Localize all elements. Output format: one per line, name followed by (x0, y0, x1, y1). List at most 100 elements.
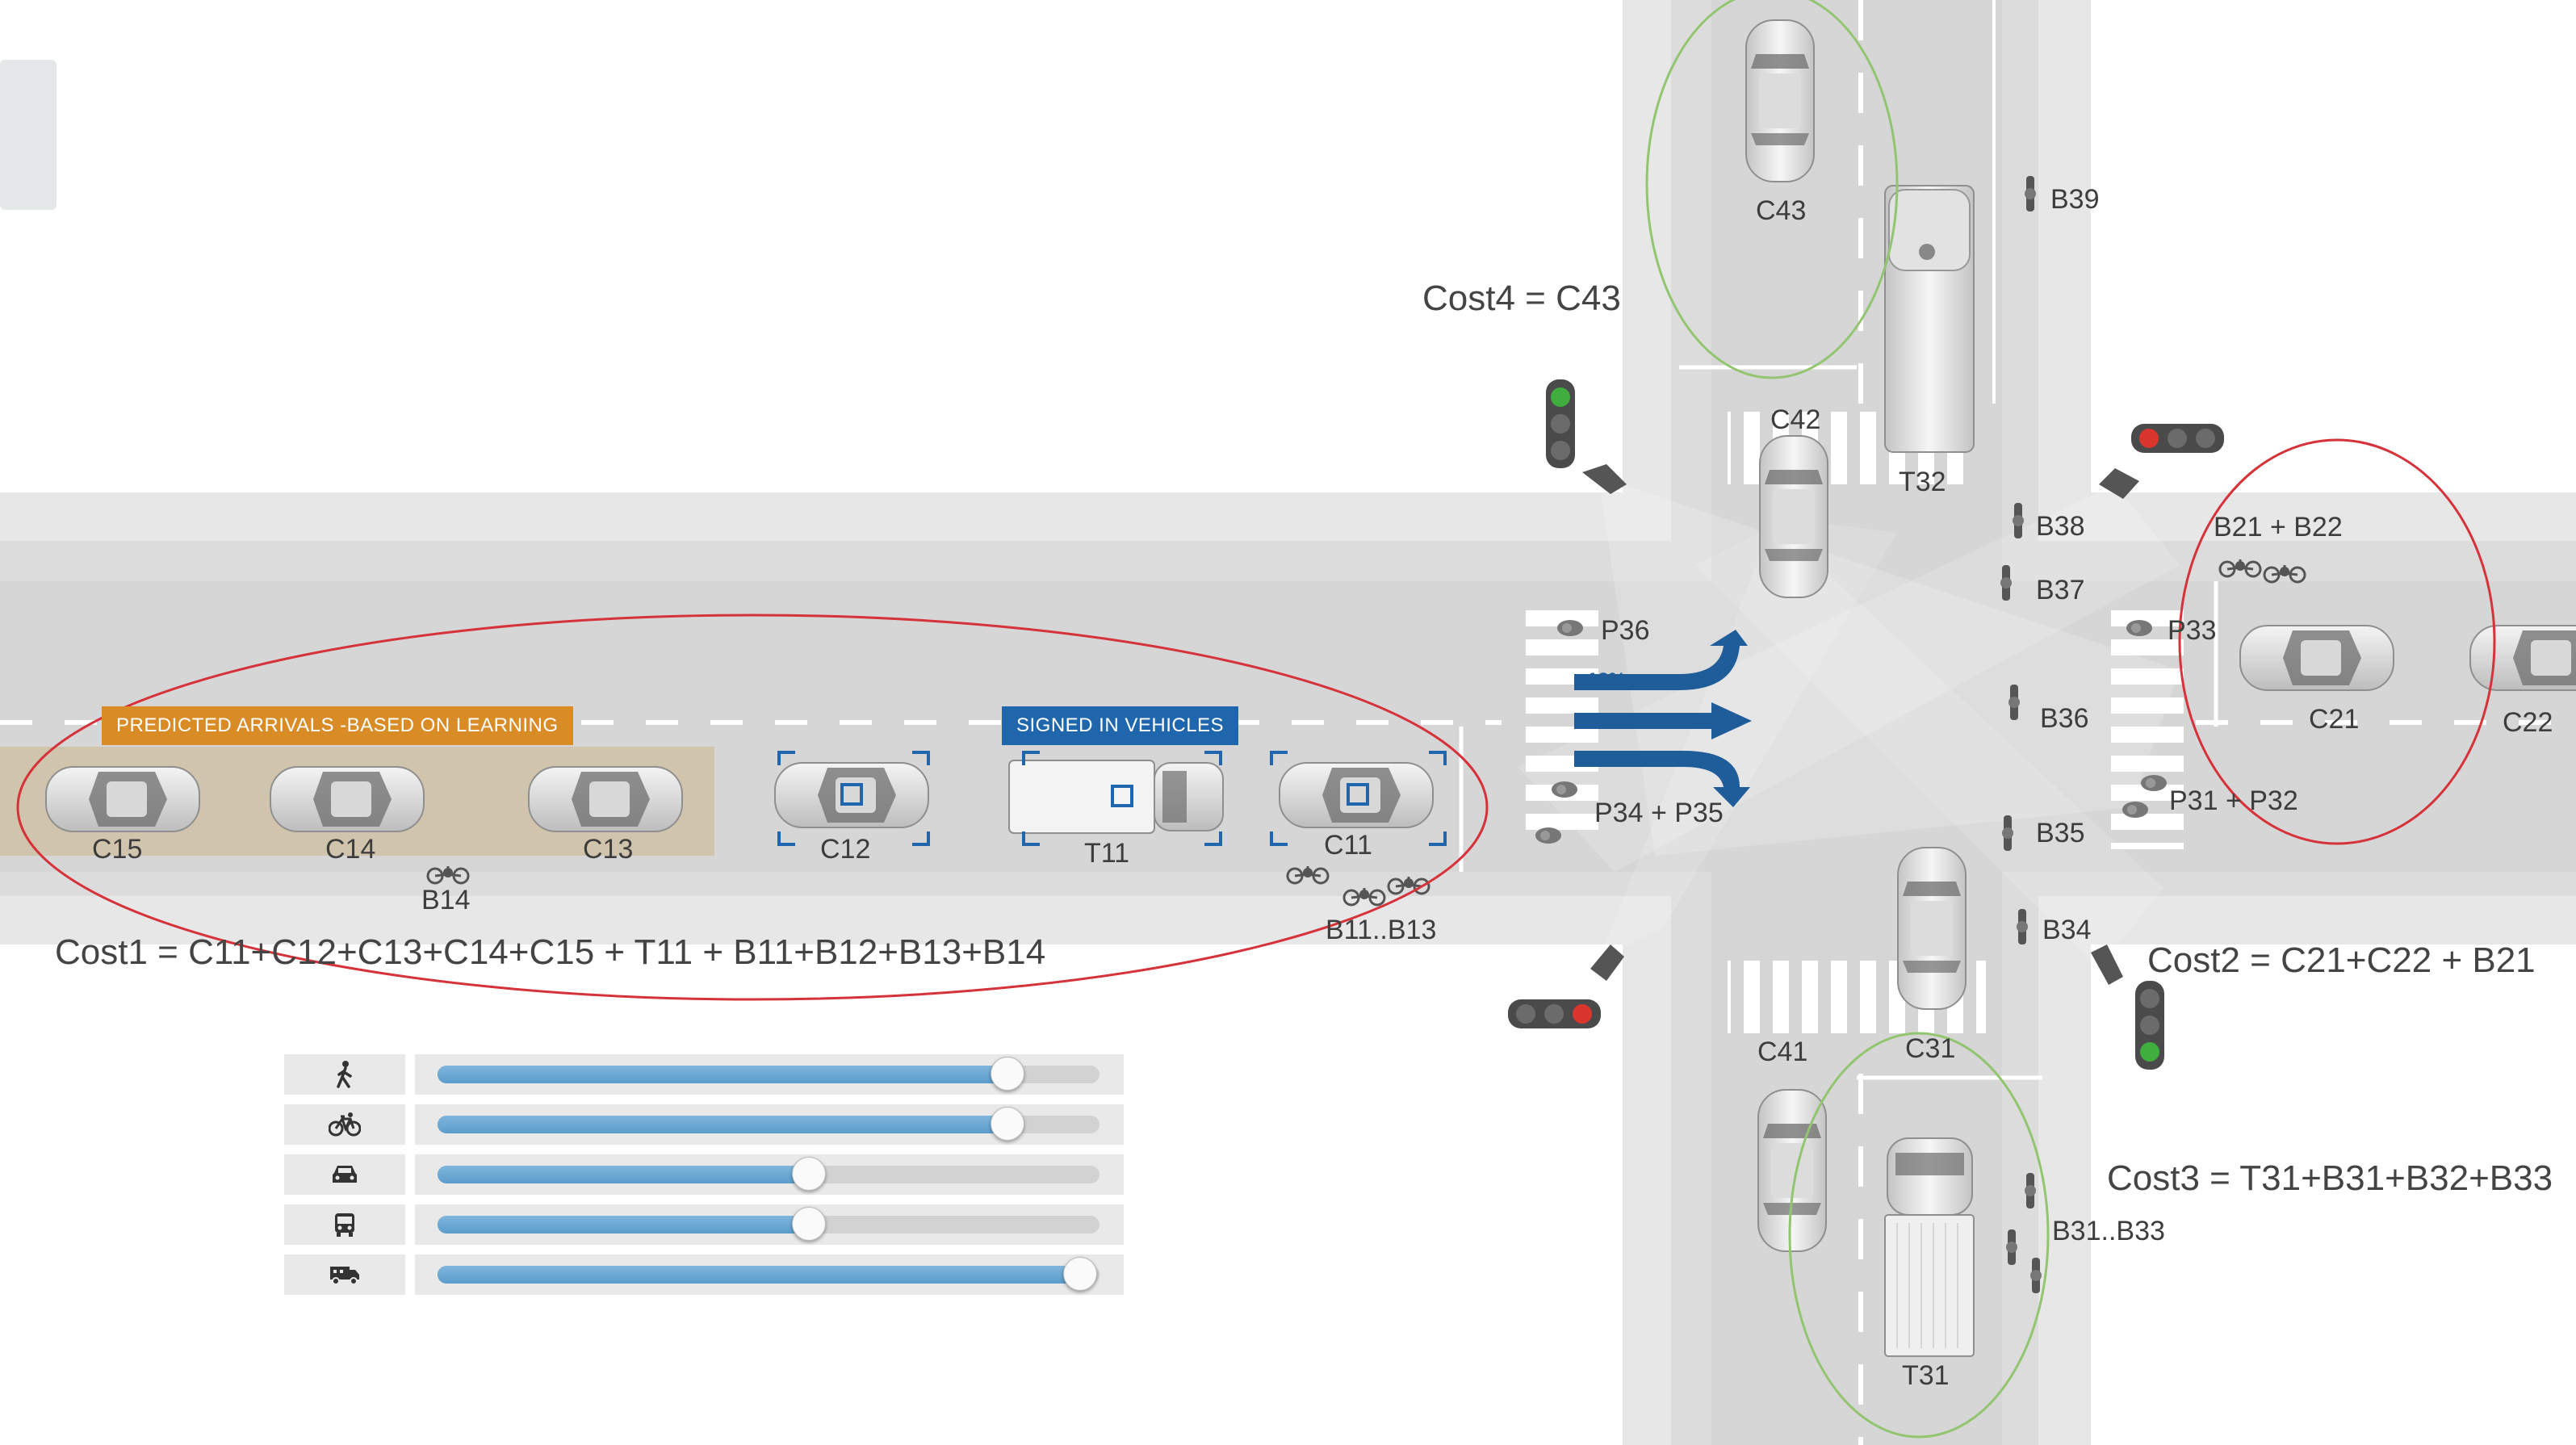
truck-slider-fill (438, 1266, 1080, 1284)
bus-slider-handle[interactable] (792, 1207, 827, 1241)
truck-t11 (1008, 760, 1224, 834)
car-c12 (774, 762, 929, 828)
car-c43 (1745, 19, 1815, 182)
label-b37: B37 (2036, 575, 2085, 605)
car-c14 (270, 766, 425, 832)
label-b14: B14 (421, 885, 471, 915)
label-c12: C12 (820, 834, 871, 865)
truck-t31 (1884, 1137, 1975, 1357)
bicycle-slider[interactable] (415, 1104, 1124, 1145)
bike-b33 (2030, 1258, 2042, 1293)
ped-p34 (1552, 781, 1577, 798)
car-icon (284, 1154, 405, 1195)
bike-b34 (2017, 909, 2028, 944)
cost3-ellipse (1788, 1032, 2050, 1439)
traffic-light-southwest (1508, 944, 1624, 1028)
bike-b32 (2006, 1229, 2017, 1265)
turn-right-percent: 26% (1587, 748, 1626, 770)
bus-slider-fill (438, 1216, 809, 1233)
slider-row-truck (284, 1254, 1124, 1295)
predicted-arrivals-tag: PREDICTED ARRIVALS -BASED ON LEARNING (102, 706, 573, 745)
label-b34: B34 (2042, 915, 2092, 945)
label-b11-b13: B11..B13 (1326, 915, 1437, 945)
car-c22 (2469, 625, 2576, 691)
label-p33: P33 (2168, 615, 2217, 646)
bike-b31 (2025, 1173, 2036, 1208)
truck-t32 (1884, 185, 1975, 453)
label-c31: C31 (1905, 1033, 1956, 1064)
truck-slider[interactable] (415, 1254, 1124, 1295)
cost4-formula: Cost4 = C43 (1422, 279, 1621, 318)
pedestrian-icon (284, 1054, 405, 1095)
cost2-formula: Cost2 = C21+C22 + B21 (2147, 940, 2536, 980)
turn-left-percent: 12% (1587, 669, 1626, 691)
label-c41: C41 (1757, 1037, 1808, 1067)
car-c15 (45, 766, 200, 832)
label-b36: B36 (2040, 703, 2089, 734)
ped-p33 (2126, 620, 2152, 636)
ped-p31 (2141, 775, 2167, 791)
label-b35: B35 (2036, 818, 2085, 848)
label-c43: C43 (1756, 195, 1807, 226)
label-c22: C22 (2503, 707, 2553, 738)
label-b31-b33: B31..B33 (2052, 1216, 2165, 1246)
cost4-ellipse (1645, 0, 1899, 379)
traffic-light-northeast (2099, 424, 2224, 499)
priority-sliders (284, 1054, 1124, 1301)
label-b39: B39 (2050, 184, 2100, 215)
ped-p35 (1535, 827, 1561, 844)
label-c15: C15 (92, 834, 143, 865)
cost1-formula: Cost1 = C11+C12+C13+C14+C15 + T11 + B11+… (55, 932, 1046, 972)
cost2-ellipse (2178, 438, 2496, 845)
bicycle-slider-handle[interactable] (991, 1107, 1025, 1141)
car-slider-handle[interactable] (792, 1157, 827, 1191)
cost3-formula: Cost3 = T31+B31+B32+B33 (2107, 1158, 2553, 1198)
ped-p36 (1557, 620, 1583, 636)
label-t11: T11 (1084, 838, 1130, 869)
label-p34-p35: P34 + P35 (1594, 798, 1724, 828)
label-c42: C42 (1770, 404, 1821, 435)
slider-row-car (284, 1154, 1124, 1195)
car-c11 (1279, 762, 1434, 828)
bike-b39 (2025, 176, 2036, 212)
bike-b36 (2008, 685, 2020, 720)
signed-in-vehicles-tag: SIGNED IN VEHICLES (1002, 706, 1239, 745)
car-c42 (1759, 435, 1828, 598)
label-c13: C13 (583, 834, 634, 865)
pedestrian-slider[interactable] (415, 1054, 1124, 1095)
car-c13 (528, 766, 683, 832)
label-b38: B38 (2036, 511, 2085, 542)
bike-b38 (2013, 503, 2024, 538)
label-p36: P36 (1601, 615, 1650, 646)
slider-row-pedestrian (284, 1054, 1124, 1095)
side-panel (0, 60, 57, 210)
label-p31-p32: P31 + P32 (2169, 785, 2298, 816)
pedestrian-slider-fill (438, 1066, 1007, 1083)
car-c21 (2239, 625, 2394, 691)
car-c31 (1897, 847, 1967, 1010)
traffic-light-southeast (2091, 944, 2164, 1070)
slider-row-bicycle (284, 1104, 1124, 1145)
turn-straight-percent: 62% (1587, 711, 1626, 733)
label-c21: C21 (2309, 704, 2360, 735)
truck-icon (284, 1254, 405, 1295)
turn-arrows (1574, 630, 1752, 807)
car-slider[interactable] (415, 1154, 1124, 1195)
bus-icon (284, 1204, 405, 1245)
label-c14: C14 (325, 834, 376, 865)
label-c11: C11 (1324, 830, 1372, 861)
ped-p32 (2122, 802, 2148, 818)
signed-in-brackets (777, 751, 1447, 846)
bike-b35 (2002, 815, 2013, 851)
label-t31: T31 (1902, 1360, 1950, 1391)
bike-b37 (2000, 565, 2012, 601)
label-b21-b22: B21 + B22 (2214, 512, 2343, 542)
bus-slider[interactable] (415, 1204, 1124, 1245)
bicycle-slider-fill (438, 1116, 1007, 1133)
traffic-light-northwest (1546, 379, 1627, 494)
label-t32: T32 (1899, 467, 1946, 497)
truck-slider-handle[interactable] (1063, 1257, 1098, 1291)
cost1-ellipse (16, 614, 1489, 1001)
bicycle-icon (284, 1104, 405, 1145)
pedestrian-slider-handle[interactable] (991, 1057, 1025, 1091)
